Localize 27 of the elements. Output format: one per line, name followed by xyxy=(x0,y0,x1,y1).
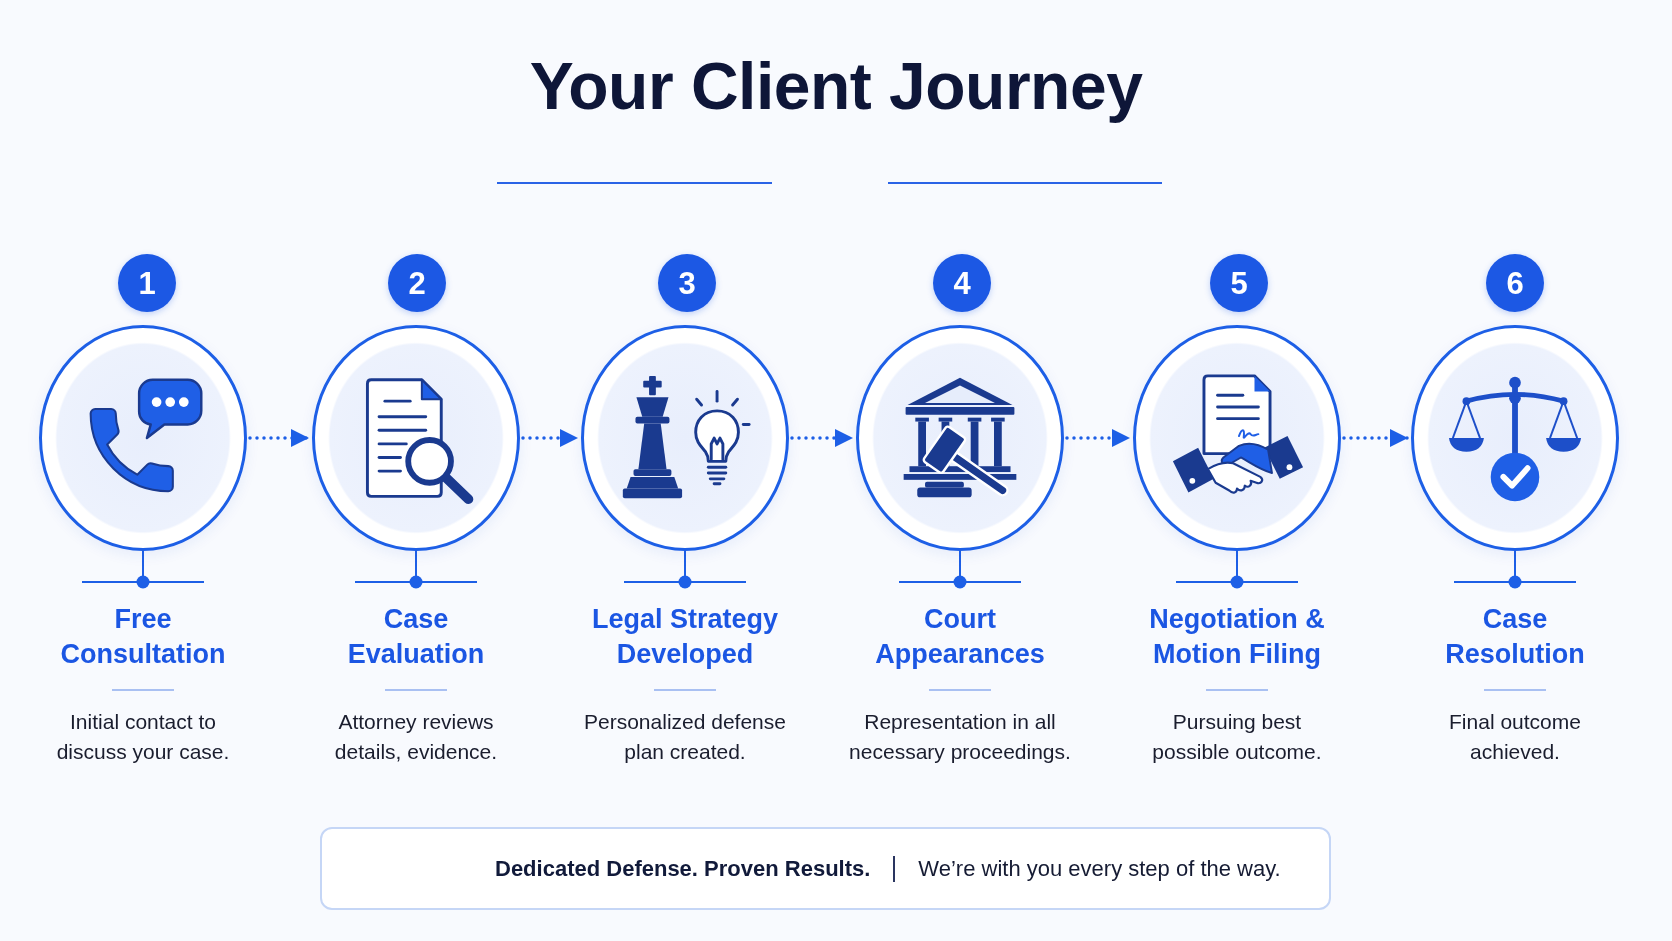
step-title: Case Resolution xyxy=(1444,603,1586,671)
step-title: Case Evaluation xyxy=(346,603,486,671)
footer-banner xyxy=(320,827,1331,910)
title: Your Client Journey xyxy=(529,48,1143,125)
arrow xyxy=(790,429,855,447)
step-number: 5 xyxy=(1210,254,1268,312)
step-description: Final outcome achieved. xyxy=(1448,709,1582,765)
tagline-note: We’re with you every step of the way. xyxy=(918,855,1281,882)
arrow xyxy=(1342,429,1410,447)
step-number: 2 xyxy=(388,254,446,312)
tagline: Dedicated Defense. Proven Results. xyxy=(495,855,871,882)
step-number: 6 xyxy=(1486,254,1544,312)
step-description: Attorney reviews details, evidence. xyxy=(333,709,499,765)
step-description: Personalized defense plan created. xyxy=(583,709,787,765)
arrow xyxy=(248,429,311,447)
step-title: Court Appearances xyxy=(874,603,1046,671)
step-description: Representation in all necessary proceedings. xyxy=(848,709,1072,765)
arrow xyxy=(1065,429,1132,447)
step-title: Negotiation & Motion Filing xyxy=(1148,603,1326,671)
step-description: Pursuing best possible outcome. xyxy=(1151,709,1323,765)
step-description: Initial contact to discuss your case. xyxy=(55,709,231,765)
step-title: Legal Strategy Developed xyxy=(590,603,780,671)
arrow xyxy=(521,429,580,447)
step-number: 3 xyxy=(658,254,716,312)
step-number: 1 xyxy=(118,254,176,312)
step-number: 4 xyxy=(933,254,991,312)
step-title: Free Consultation xyxy=(59,603,227,671)
